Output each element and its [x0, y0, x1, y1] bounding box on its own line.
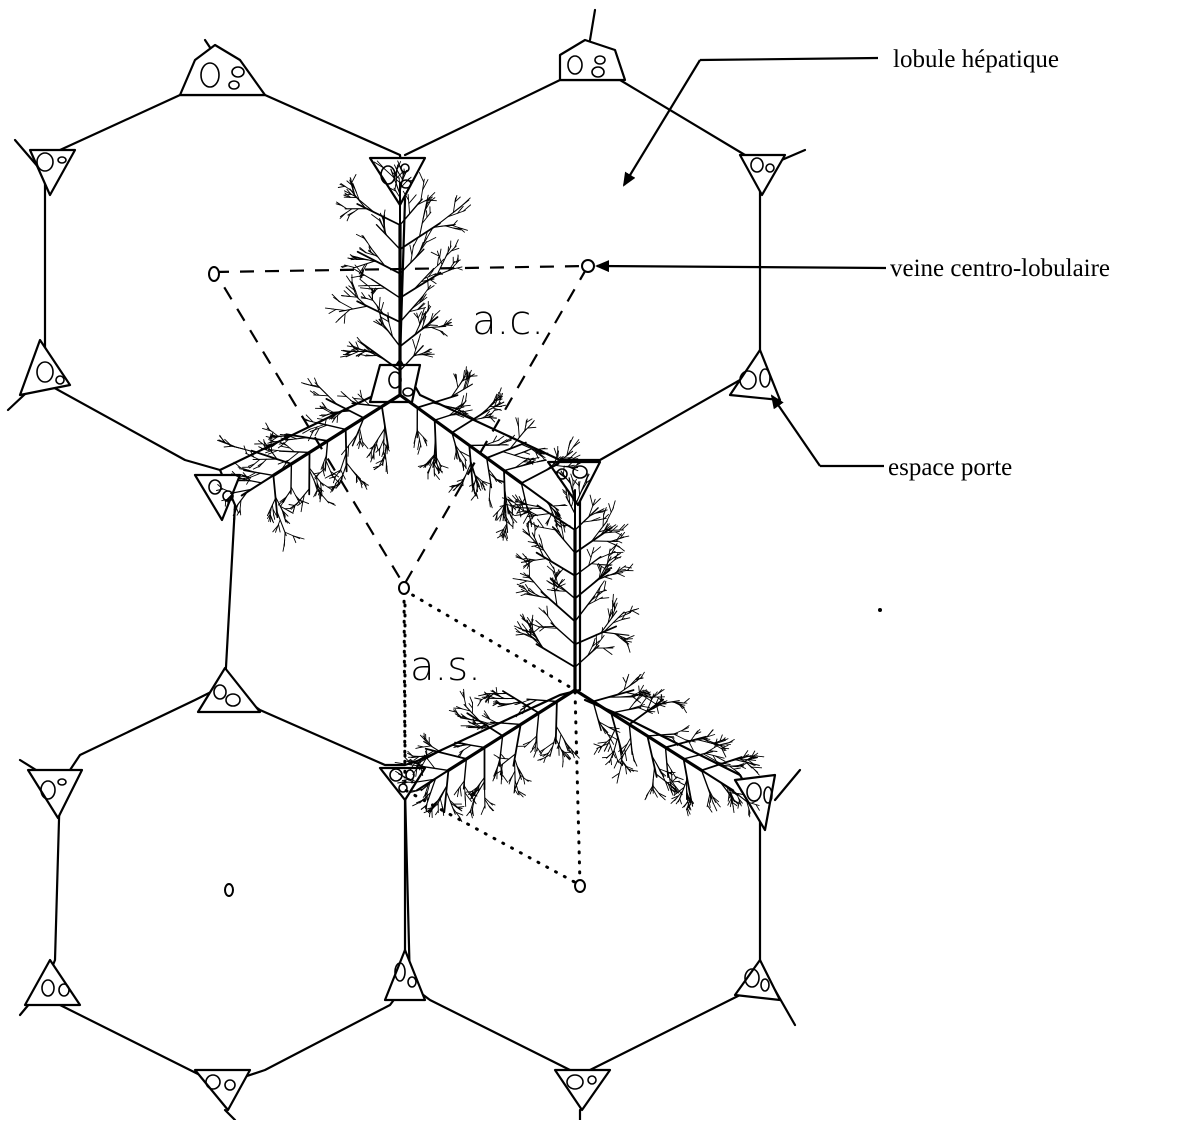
portal-space — [555, 1070, 610, 1110]
central-vein — [209, 267, 219, 281]
portal-space — [380, 768, 425, 800]
portal-space — [740, 155, 785, 195]
central-vein — [225, 884, 233, 896]
annotation-arrows — [597, 58, 886, 466]
portal-space — [730, 350, 780, 400]
portal-space-label: espace porte — [888, 454, 1012, 481]
edge-bottom-a — [225, 1110, 235, 1120]
stray-dot — [878, 608, 882, 612]
portal-space — [560, 40, 625, 80]
portal-space — [30, 150, 75, 195]
central-vein-label: veine centro-lobulaire — [890, 255, 1110, 282]
simple-acinus-triangle — [404, 590, 580, 885]
portal-space — [180, 45, 265, 95]
lobule-arrow-diag — [624, 60, 700, 185]
portal-space — [20, 340, 70, 395]
portal-space — [198, 668, 260, 712]
portal-space — [385, 950, 425, 1000]
portal-space — [28, 770, 82, 818]
edge-right-b — [775, 770, 800, 800]
lobule-bottom-left-outline — [45, 685, 405, 1085]
central-vein — [399, 582, 409, 594]
portal-spaces — [20, 40, 785, 1110]
portal-space-arrow-diag — [772, 396, 820, 466]
portal-space — [195, 475, 240, 520]
portal-space — [25, 960, 80, 1005]
lobule-label: lobule hépatique — [893, 46, 1059, 73]
central-vein-arrow — [597, 266, 886, 268]
lobule-top-left-outline — [40, 95, 405, 470]
vascular-trees — [217, 161, 764, 822]
central-vein — [582, 260, 594, 272]
lobule-top-right-outline — [400, 80, 760, 460]
portal-space — [735, 775, 775, 830]
simple-acinus-label: a.s. — [410, 644, 481, 690]
portal-space — [735, 960, 780, 1000]
edge-top-b — [590, 10, 595, 40]
classic-acinus-label: a.c. — [472, 298, 544, 344]
central-vein — [575, 880, 585, 892]
lobule-arrow — [700, 58, 878, 60]
portal-space — [195, 1070, 250, 1110]
